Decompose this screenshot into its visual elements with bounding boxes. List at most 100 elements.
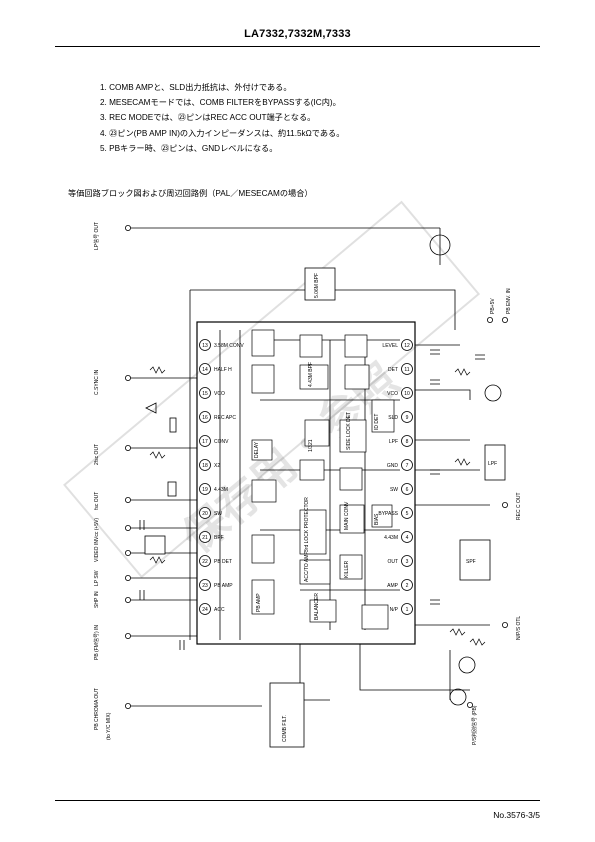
- pin-function-label: SW: [390, 487, 398, 493]
- internal-blocks: [251, 329, 395, 630]
- pin-number: 5: [406, 511, 409, 517]
- ic-pin: [401, 555, 413, 567]
- note-item: 1. COMB AMPと、SLD出力抵抗は、外付けである。: [100, 83, 292, 92]
- pin-function-label: PB AMP: [214, 583, 233, 589]
- ic-body: [196, 321, 416, 645]
- block-label: KILLER: [344, 560, 350, 578]
- pin-function-label: PB DET: [214, 559, 232, 565]
- note-item: 2. MESECAMモードでは、COMB FILTERをBYPASSする(IC内…: [100, 98, 341, 108]
- part-number: LA7332,7332M,7333: [244, 28, 351, 40]
- block-label: 5.06M BPF: [314, 273, 320, 298]
- ic-pin: [199, 555, 211, 567]
- pin-number: 21: [202, 535, 208, 541]
- pin-number: 2: [406, 583, 409, 589]
- pin-function-label: BYPASS: [378, 511, 398, 517]
- pin-number: 17: [202, 439, 208, 445]
- crystals: [145, 402, 177, 433]
- block-label: COMB FILT.: [282, 715, 288, 742]
- pin-number: 3: [406, 559, 409, 565]
- pin-number: 16: [202, 415, 208, 421]
- ic-pin: [199, 579, 211, 591]
- block-label: 3rd LOCK PROTECTOR: [304, 497, 310, 552]
- left-terminal-circles: [125, 224, 132, 710]
- pin-function-label: SW: [214, 511, 222, 517]
- footer-rule: [55, 800, 540, 801]
- pin-number: 19: [202, 487, 208, 493]
- transistors: [429, 234, 502, 706]
- ic-pin: [199, 435, 211, 447]
- ic-pin: [199, 531, 211, 543]
- note-item: 5. PBキラー時、㉓ピンは、GNDレベルになる。: [100, 143, 278, 153]
- pin-number: 18: [202, 463, 208, 469]
- page-header: LA7332,7332M,7333: [0, 28, 595, 40]
- block-label: 1/321: [308, 439, 314, 452]
- ic-pin: [401, 531, 413, 543]
- ic-pin: [199, 483, 211, 495]
- watermark-text: 保存用・参照: [173, 355, 408, 564]
- pin-function-label: REC APC: [214, 415, 236, 421]
- pin-number: 22: [202, 559, 208, 565]
- notes-list: 1. COMB AMPと、SLD出力抵抗は、外付けである。 2. MESECAM…: [100, 80, 344, 156]
- pin-number: 15: [202, 391, 208, 397]
- pin-function-label: ACC: [214, 607, 225, 613]
- pin-number: 6: [406, 487, 409, 493]
- block-label: MAIN CONV: [344, 501, 350, 530]
- block-label: SIDE LOCK DET: [346, 412, 352, 450]
- terminal-label: P/S判別信号 (PB): [471, 705, 478, 745]
- ic-pin: [401, 435, 413, 447]
- terminal-label: Vcc (+5V): [94, 518, 100, 540]
- wiring: [128, 227, 490, 707]
- pin-function-label: 4.43M: [214, 487, 228, 493]
- terminal-label: PB ENV. IN: [506, 288, 512, 314]
- terminal-label: (to Y/C MIX): [106, 712, 112, 740]
- terminal-label: 2fsc OUT: [94, 444, 100, 465]
- pin-function-label: GND: [387, 463, 399, 469]
- pin-function-label: 3.58M CONV: [214, 343, 244, 349]
- pin-function-label: N/P: [390, 607, 399, 613]
- capacitors: [139, 349, 485, 650]
- pin-number: 12: [404, 343, 410, 349]
- pin-number: 4: [406, 535, 409, 541]
- ic-pin: [401, 387, 413, 399]
- pin-number: 11: [404, 367, 409, 373]
- external-blocks: [144, 267, 506, 748]
- block-label: ID DET: [374, 414, 380, 430]
- ic-pin: [199, 363, 211, 375]
- page-code: No.3576-3/5: [493, 810, 540, 820]
- block-label: BIAS: [374, 513, 380, 525]
- ic-pin: [401, 603, 413, 615]
- terminal-label: fsc OUT: [94, 492, 100, 510]
- ic-pin: [199, 339, 211, 351]
- ic-pin: [401, 507, 413, 519]
- terminal-label: LP SW: [94, 570, 100, 586]
- ic-pin: [199, 387, 211, 399]
- pin-function-label: LPF: [389, 439, 398, 445]
- pin-number: 23: [202, 583, 208, 589]
- internal-block-labels: 1/321 SIDE LOCK DET 3rd LOCK PROTECTOR M…: [254, 362, 380, 620]
- block-label: LPF: [488, 461, 497, 467]
- ic-pin: [401, 339, 413, 351]
- terminal-label: LP信号 OUT: [93, 222, 100, 250]
- right-terminal-labels: PB+5V PB ENV. IN REC C OUT N/P/S OTL P/S…: [471, 288, 522, 745]
- ic-pin: [199, 459, 211, 471]
- ic-pin: [199, 603, 211, 615]
- note-item: 3. REC MODEでは、㉓ピンはREC ACC OUT端子となる。: [100, 113, 316, 123]
- pin-number: 14: [202, 367, 208, 373]
- ic-pin: [401, 579, 413, 591]
- pin-number: 7: [406, 463, 409, 469]
- terminal-label: N/P/S OTL: [516, 616, 522, 640]
- block-label: BALANCER: [314, 593, 320, 620]
- ic-pin: [401, 483, 413, 495]
- pin-number: 13: [202, 343, 208, 349]
- pin-function-label: OUT: [387, 559, 398, 565]
- pin-function-label: CONV: [214, 439, 229, 445]
- terminal-label: VIDEO IN: [94, 540, 100, 562]
- header-rule: [55, 46, 540, 47]
- block-label: ACC/TO AMP: [304, 551, 310, 582]
- pin-function-label: AMP: [387, 583, 399, 589]
- ic-pin: [199, 411, 211, 423]
- terminal-label: PB (FM信号) IN: [93, 625, 100, 660]
- pin-function-label: 4.43M: [384, 535, 398, 541]
- terminal-label: SHP IN: [94, 591, 100, 608]
